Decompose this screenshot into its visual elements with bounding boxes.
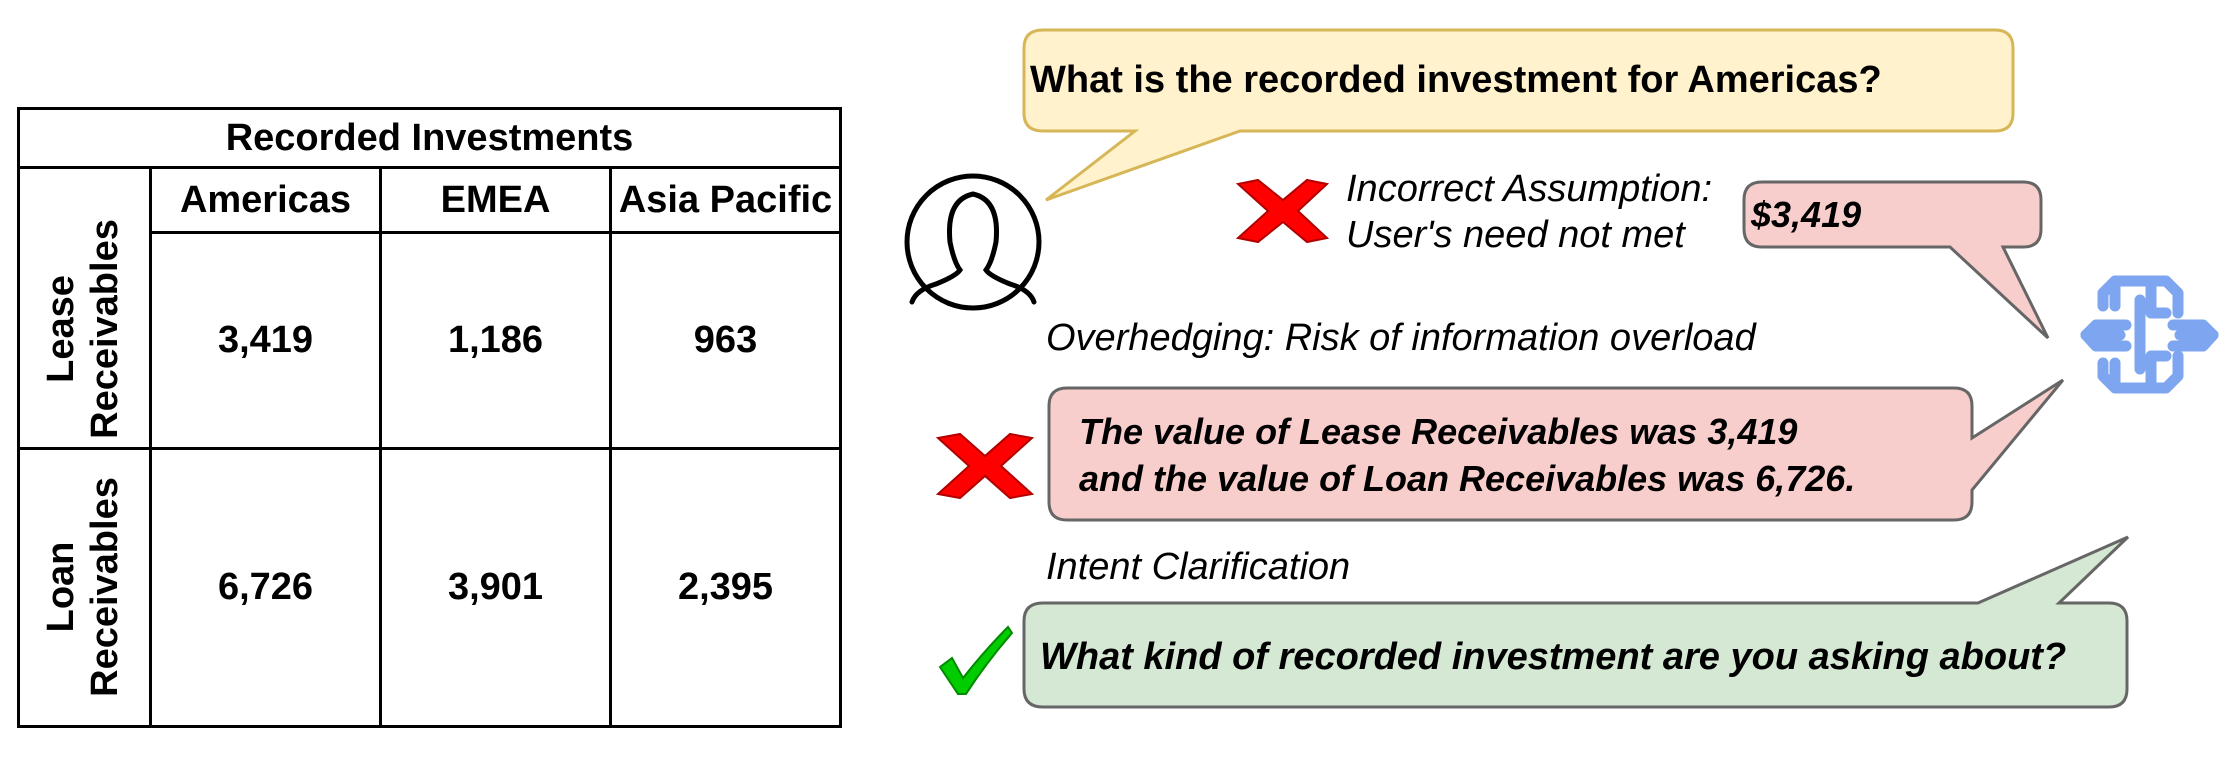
- red-cross-icon: [935, 432, 1035, 500]
- table-cell: 3,901: [447, 566, 544, 608]
- incorrect-assumption-answer: $3,419: [1751, 194, 1862, 235]
- overhedging-bubble: [1047, 378, 2065, 522]
- green-check-icon: [938, 625, 1014, 695]
- user-question: What is the recorded investment for Amer…: [1030, 59, 1882, 101]
- user-avatar-icon: [904, 173, 1042, 311]
- intent-clarification-bubble: [1022, 535, 2130, 709]
- incorrect-assumption-bubble: [1742, 180, 2050, 340]
- note-line: User's need not met: [1346, 214, 1685, 256]
- overhedging-answer: The value of Lease Receivables was 3,419…: [1079, 408, 1855, 502]
- table-cell: 2,395: [677, 566, 774, 608]
- table-cell: 1,186: [447, 319, 544, 361]
- table-cell: 6,726: [217, 566, 314, 608]
- intent-clarification-answer: What kind of recorded investment are you…: [1040, 636, 2067, 678]
- answer-line: and the value of Loan Receivables was 6,…: [1079, 458, 1856, 499]
- recorded-investments-table: Recorded Investments Americas EMEA Asia …: [17, 107, 842, 728]
- red-cross-icon: [1235, 178, 1330, 244]
- note-line: Incorrect Assumption:: [1346, 168, 1713, 210]
- ai-brain-icon: [2080, 275, 2219, 394]
- question-bubble: [1022, 28, 2015, 202]
- intent-clarification-note: Intent Clarification: [1046, 546, 1351, 588]
- table-cell: 3,419: [217, 319, 314, 361]
- table-title: Recorded Investments: [225, 116, 634, 159]
- overhedging-note: Overhedging: Risk of information overloa…: [1046, 317, 1756, 359]
- table-cell: 963: [693, 319, 758, 361]
- column-header-emea: EMEA: [440, 178, 551, 221]
- incorrect-assumption-note: Incorrect Assumption: User's need not me…: [1346, 166, 1712, 258]
- column-header-asia-pacific: Asia Pacific: [618, 178, 833, 221]
- answer-line: The value of Lease Receivables was 3,419: [1079, 411, 1798, 452]
- column-header-americas: Americas: [179, 178, 352, 221]
